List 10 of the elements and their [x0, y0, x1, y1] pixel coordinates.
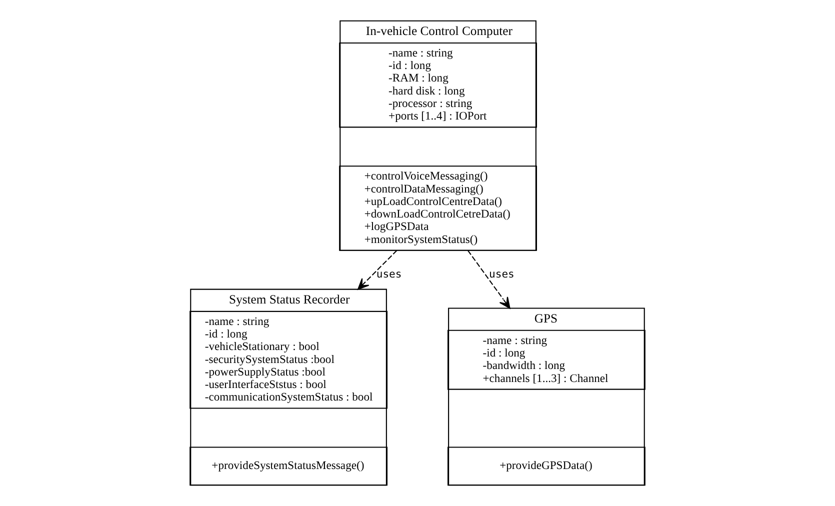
- arrow: [358, 250, 398, 290]
- node-box: +provideGPSData(): [448, 446, 646, 486]
- edge-label: uses: [376, 268, 402, 281]
- node-box: -name : string -id : long -RAM : long -hard disk : long -processor : string +ports [1..4] : IOPort: [339, 42, 537, 128]
- arrow: [468, 250, 510, 309]
- edge-label: uses: [489, 268, 514, 281]
- node-box: -name : string -id : long -vehicleStationary : bool -securitySystemStatus :bool -powerSupplyStatus :bool -userInterfaceStstus : bool -communicationSystemStatus : bool: [190, 310, 388, 409]
- node-box: +provideSystemStatusMessage(): [190, 446, 388, 486]
- node-box: -name : string -id : long -bandwidth : long +channels [1...3] : Channel: [448, 330, 646, 390]
- node-box: +controlVoiceMessaging() +controlDataMessaging() +upLoadControlCentreData() +downLoadControlCetreData() +logGPSData +monitorSystemStatus(): [339, 166, 537, 251]
